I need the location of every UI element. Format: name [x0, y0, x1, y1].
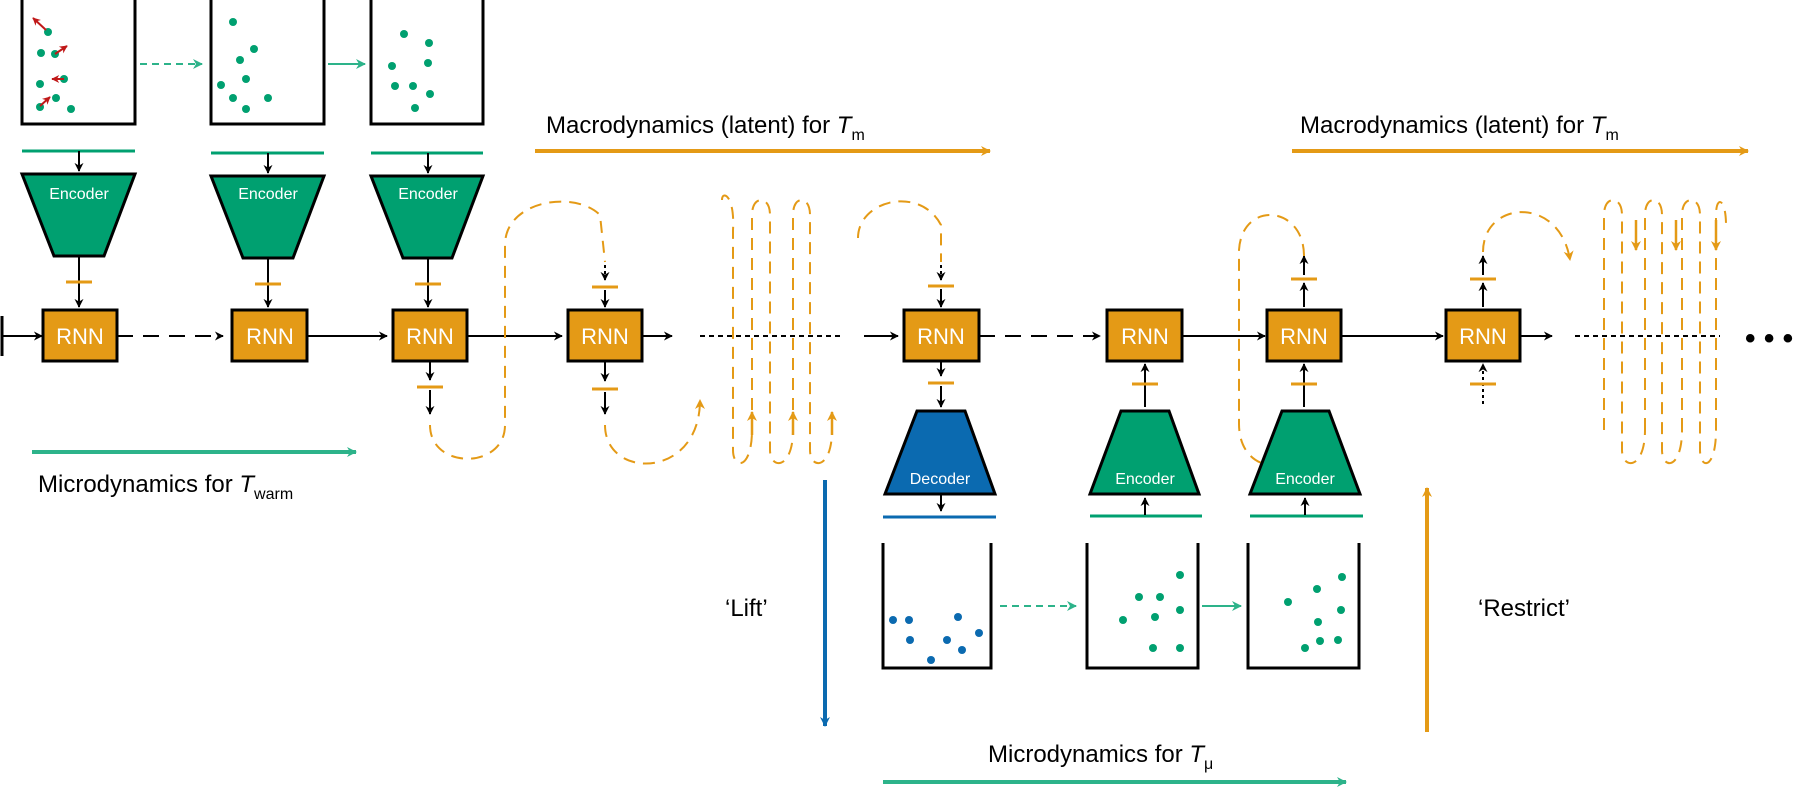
decoder-trapezoid-icon: [882, 409, 998, 496]
encoder-trapezoid-icon: [1247, 409, 1363, 496]
micro-mu-label: Microdynamics for Tμ: [988, 741, 1213, 773]
rnn-block-7: RNN: [1265, 308, 1343, 363]
rnn-label: RNN: [581, 324, 629, 349]
particle-box-decoded: [881, 543, 993, 670]
bottom-decoder: Decoder: [882, 409, 998, 519]
particle-box-micro-2: [1246, 543, 1361, 670]
rnn-block-1: RNN: [41, 308, 119, 363]
rnn-label: RNN: [1280, 324, 1328, 349]
encoder-trapezoid-icon: [208, 174, 327, 260]
rnn-label: RNN: [246, 324, 294, 349]
bottom-encoder-1: Encoder: [1087, 409, 1202, 518]
encoder-label: Encoder: [238, 186, 298, 203]
encoder-label: Encoder: [1275, 471, 1335, 488]
particle-box-2: [209, 0, 326, 126]
particle-box-micro-1: [1085, 543, 1200, 670]
encoder-trapezoid-icon: [1087, 409, 1202, 496]
encoder-label: Encoder: [49, 186, 109, 203]
lift-label: ‘Lift’: [725, 595, 768, 622]
rnn-block-6: RNN: [1105, 308, 1184, 363]
top-encoder-2: Encoder: [208, 151, 327, 260]
rnn-block-4: RNN: [566, 308, 644, 363]
ellipsis-icon: • • •: [1745, 322, 1793, 355]
restrict-label: ‘Restrict’: [1478, 595, 1570, 622]
rnn-label: RNN: [917, 324, 965, 349]
macro-label-right: Macrodynamics (latent) for Tm: [1300, 112, 1619, 144]
encoder-trapezoid-icon: [368, 174, 486, 260]
encoder-label: Encoder: [398, 186, 458, 203]
rnn-label: RNN: [1121, 324, 1169, 349]
top-encoder-3: Encoder: [368, 151, 486, 260]
rnn-block-3: RNN: [391, 308, 469, 363]
rnn-label: RNN: [1459, 324, 1507, 349]
bottom-encoder-2: Encoder: [1247, 409, 1363, 518]
encoder-label: Encoder: [1115, 471, 1175, 488]
particle-box-3: [369, 0, 485, 126]
decoder-label: Decoder: [910, 471, 971, 488]
encoder-trapezoid-icon: [19, 172, 138, 258]
top-encoder-1: Encoder: [19, 149, 138, 258]
rnn-block-5: RNN: [902, 308, 981, 363]
rnn-label: RNN: [56, 324, 104, 349]
macro-label-left: Macrodynamics (latent) for Tm: [546, 112, 865, 144]
rnn-block-2: RNN: [230, 308, 309, 363]
particle-box-1: [20, 0, 137, 126]
rnn-label: RNN: [406, 324, 454, 349]
rnn-block-8: RNN: [1444, 308, 1522, 363]
micro-warm-label: Microdynamics for Twarm: [38, 471, 293, 503]
